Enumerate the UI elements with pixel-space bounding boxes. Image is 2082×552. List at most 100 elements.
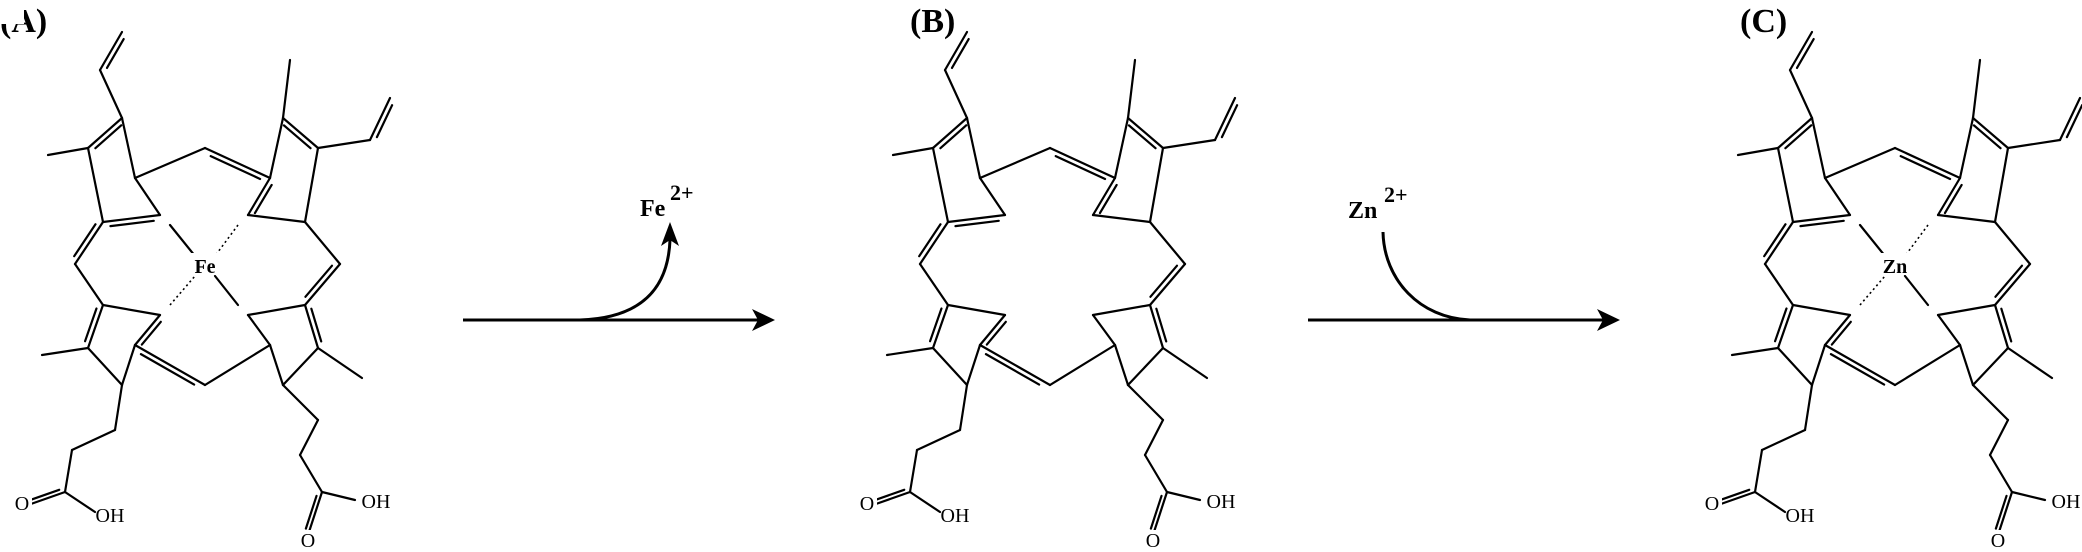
ring-double-bond [140, 320, 162, 346]
bond [298, 418, 320, 457]
ring-double-bond [1155, 307, 1168, 343]
bond [268, 343, 285, 387]
ring-double-bond [109, 219, 155, 228]
bond [1091, 213, 1152, 224]
bond [965, 116, 982, 180]
ring-double-bond [939, 124, 968, 150]
carbonyl-double-bond [1151, 490, 1169, 537]
meso-double-bond [1899, 155, 1952, 181]
metal-atom-label: Zn [1883, 256, 1907, 278]
bond [1165, 490, 1202, 502]
atom-mask [191, 253, 219, 275]
methyl-bond [281, 58, 292, 120]
bond [246, 213, 307, 224]
ring-double-bond [1776, 116, 1814, 150]
atom-mask [857, 490, 877, 514]
ring-double-bond [94, 124, 123, 150]
ring-double-bond [101, 213, 162, 224]
bond [133, 146, 207, 180]
vinyl-bond [316, 138, 372, 150]
methyl-bond [2006, 346, 2054, 380]
methyl-bond [1730, 346, 1780, 357]
ring-double-bond [1993, 303, 2010, 350]
carbonyl-double-bond [304, 494, 318, 530]
oxygen-atom-label: O [1705, 493, 1719, 515]
bond [320, 490, 357, 502]
carbonyl-double-bond [306, 490, 324, 537]
bond [931, 346, 969, 387]
nitrogen-atom-label: N [241, 0, 255, 5]
dative-bond [1904, 224, 1929, 257]
carbonyl-double-bond [1996, 490, 2014, 537]
bond [1048, 343, 1117, 387]
bond [268, 116, 285, 180]
meso-double-bond [1993, 262, 2032, 307]
atom-mask [845, 0, 869, 24]
ring-double-bond [1127, 124, 1157, 150]
nitrogen-atom-label: N [1931, 0, 1945, 5]
ring-double-bond [978, 313, 1007, 347]
carbonyl-double-bond [30, 488, 61, 501]
ring-double-bond [1971, 116, 2010, 150]
ring-double-bond [1823, 313, 1852, 347]
vinyl-double-bond [2058, 96, 2082, 142]
atom-mask [1881, 253, 1909, 275]
nitrogen-atom-label: NH [998, 0, 2082, 5]
coordination-bond [1903, 274, 1930, 307]
bond [1763, 262, 1795, 307]
nitrogen-atom-label: N [241, 0, 255, 5]
methyl-bond [1971, 58, 1982, 120]
bond [978, 146, 1052, 180]
bond [908, 448, 919, 494]
bond [1148, 220, 1187, 266]
bond [1113, 116, 1130, 180]
vinyl-double-bond [2065, 104, 2082, 139]
carbonyl-double-bond [26, 490, 67, 507]
bond [1810, 343, 1827, 387]
bond [1958, 343, 1975, 387]
hydroxyl-label: OH [362, 491, 391, 513]
bond [86, 346, 124, 387]
bond [133, 176, 162, 217]
bond [246, 303, 307, 317]
carbonyl-double-bond [1720, 488, 1751, 501]
oxygen-atom-label: O [15, 493, 29, 515]
methyl-bond [40, 346, 90, 357]
bond [1753, 448, 1764, 494]
bond [1776, 146, 1795, 224]
vinyl-double-bond [1213, 96, 1237, 142]
meso-double-bond [1823, 343, 1897, 387]
ring-double-bond [281, 116, 320, 150]
reaction-arrow-2: Zn 2+ [1308, 182, 1620, 331]
bond [1126, 383, 1165, 422]
atom-mask [298, 530, 318, 552]
bond [1936, 313, 1962, 347]
hydroxyl-label: OH [2052, 491, 2081, 513]
nitrogen-atom-label: N [1931, 0, 1945, 5]
methyl-bond [885, 346, 935, 357]
ring-double-bond [931, 303, 950, 350]
meso-double-bond [1149, 264, 1179, 298]
meso-double-bond [73, 220, 105, 266]
vinyl-double-bond [1788, 30, 1814, 72]
ring-double-bond [1936, 176, 1962, 217]
meso-double-bond [303, 262, 342, 307]
arrow-head-2 [1597, 309, 1620, 331]
atom-mask [1702, 490, 1722, 514]
dative-bond [214, 224, 239, 257]
bond [303, 220, 342, 266]
bond [303, 146, 320, 224]
vinyl-double-bond [1795, 37, 1815, 70]
coordination-bond [168, 223, 197, 258]
oxygen-atom-label: O [301, 530, 315, 552]
bond [246, 313, 272, 347]
atom-mask [1690, 0, 1714, 24]
bond [101, 303, 162, 317]
bond [931, 146, 950, 224]
bond [1988, 418, 2010, 457]
bond [1113, 343, 1130, 387]
bond [203, 343, 272, 387]
bond [120, 116, 137, 180]
arrow-head-1 [752, 309, 775, 331]
